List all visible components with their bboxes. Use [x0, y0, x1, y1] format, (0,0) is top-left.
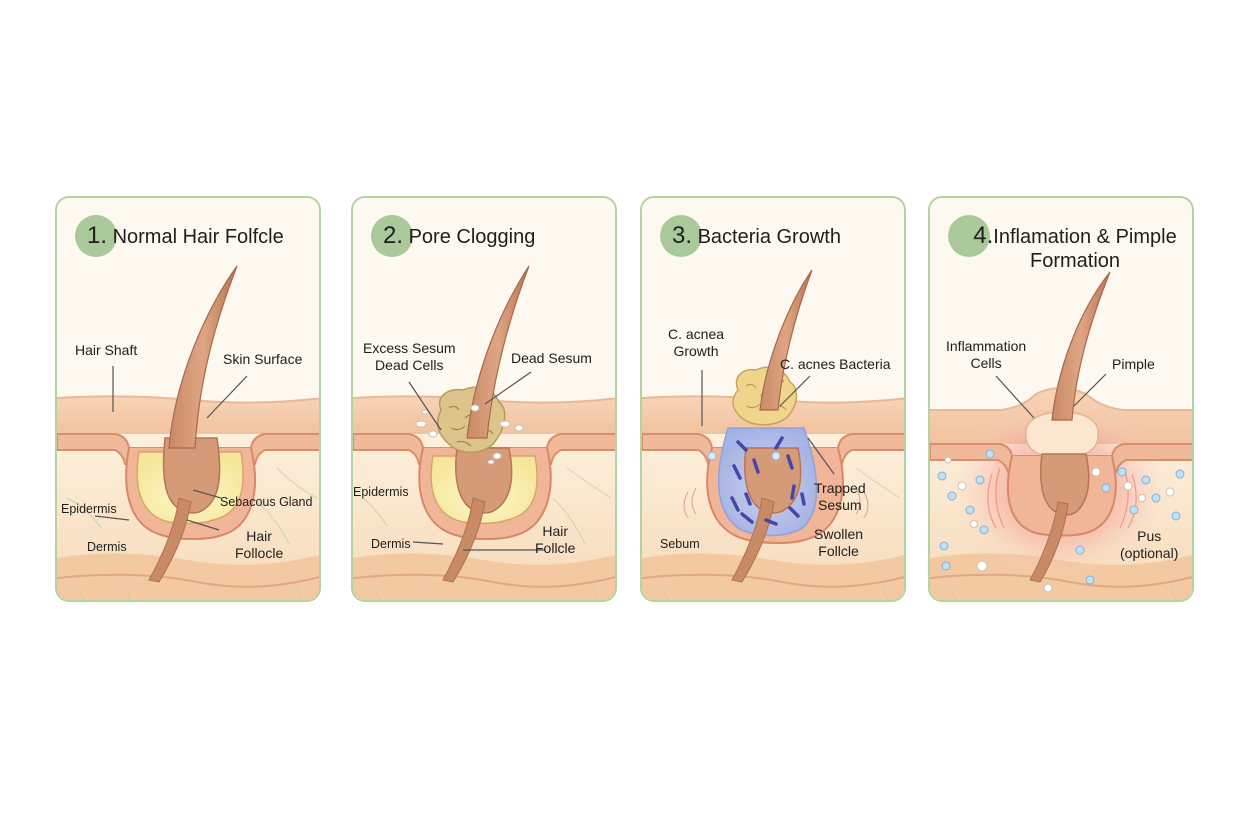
panel-title: 1. Normal Hair Folfcle: [87, 224, 284, 249]
step-badge: [75, 215, 117, 257]
step-title-line2: Formation: [1029, 250, 1121, 272]
label-sebaceous-gland: Sebacous Gland: [220, 495, 313, 509]
label-pus: Pus (optional): [1120, 528, 1179, 561]
label-hair-follicle: Hair Follocle: [235, 528, 284, 561]
step-badge: [948, 215, 990, 257]
label-c-acnes-bacteria: C. acnes Bacteria: [780, 356, 891, 372]
step-number: 3.: [672, 222, 693, 249]
label-hair-shaft: Hair Shaft: [75, 342, 138, 358]
label-c-acnea-growth: C. acnea Growth: [668, 326, 725, 359]
panel-pore-clogging: 2. Pore Clogging Excess Sesum Dead Cells…: [351, 196, 617, 602]
label-sebum: Sebum: [660, 537, 700, 551]
bacteria-growth-illustration: [642, 198, 904, 600]
label-skin-surface: Skin Surface: [223, 351, 303, 367]
label-trapped-sebum: Trapped Sesum: [814, 480, 866, 513]
label-epidermis: Epidermis: [61, 502, 117, 516]
label-dermis: Dermis: [371, 537, 411, 551]
panel-inflammation-pimple: 4.Inflamation & Pimple Formation Inflamm…: [928, 196, 1194, 602]
step-title: Normal Hair Folfcle: [112, 226, 284, 248]
step-badge: [660, 215, 702, 257]
label-swollen-follicle: Swollen Follcle: [814, 526, 864, 559]
panel-title: 2. Pore Clogging: [383, 224, 535, 249]
normal-follicle-illustration: [57, 198, 319, 600]
step-title-line1: Inflamation & Pimple: [993, 226, 1177, 248]
panel-normal-hair-follicle: 1. Normal Hair Folfcle Hair Shaft Skin S…: [55, 196, 321, 602]
label-epidermis: Epidermis: [353, 485, 409, 499]
label-excess-sebum: Excess Sesum Dead Cells: [363, 340, 456, 373]
inflammation-pimple-illustration: [930, 198, 1192, 600]
label-pimple: Pimple: [1112, 356, 1155, 372]
step-number: 2.: [383, 222, 404, 249]
label-dermis: Dermis: [87, 540, 127, 554]
step-title: Pore Clogging: [408, 226, 536, 248]
label-inflammation-cells: Inflammation Cells: [946, 338, 1027, 371]
panel-bacteria-growth: 3. Bacteria Growth C. acnea Growth C. ac…: [640, 196, 906, 602]
label-hair-follicle: Hair Follcle: [535, 523, 576, 556]
step-badge: [371, 215, 413, 257]
step-title: Bacteria Growth: [697, 226, 841, 248]
label-dead-sebum: Dead Sesum: [511, 350, 592, 366]
step-number: 4.: [973, 222, 994, 249]
panel-title: 3. Bacteria Growth: [672, 224, 841, 249]
pore-clogging-illustration: [353, 198, 615, 600]
step-number: 1.: [87, 222, 108, 249]
panel-title: 4.Inflamation & Pimple Formation: [960, 224, 1190, 273]
